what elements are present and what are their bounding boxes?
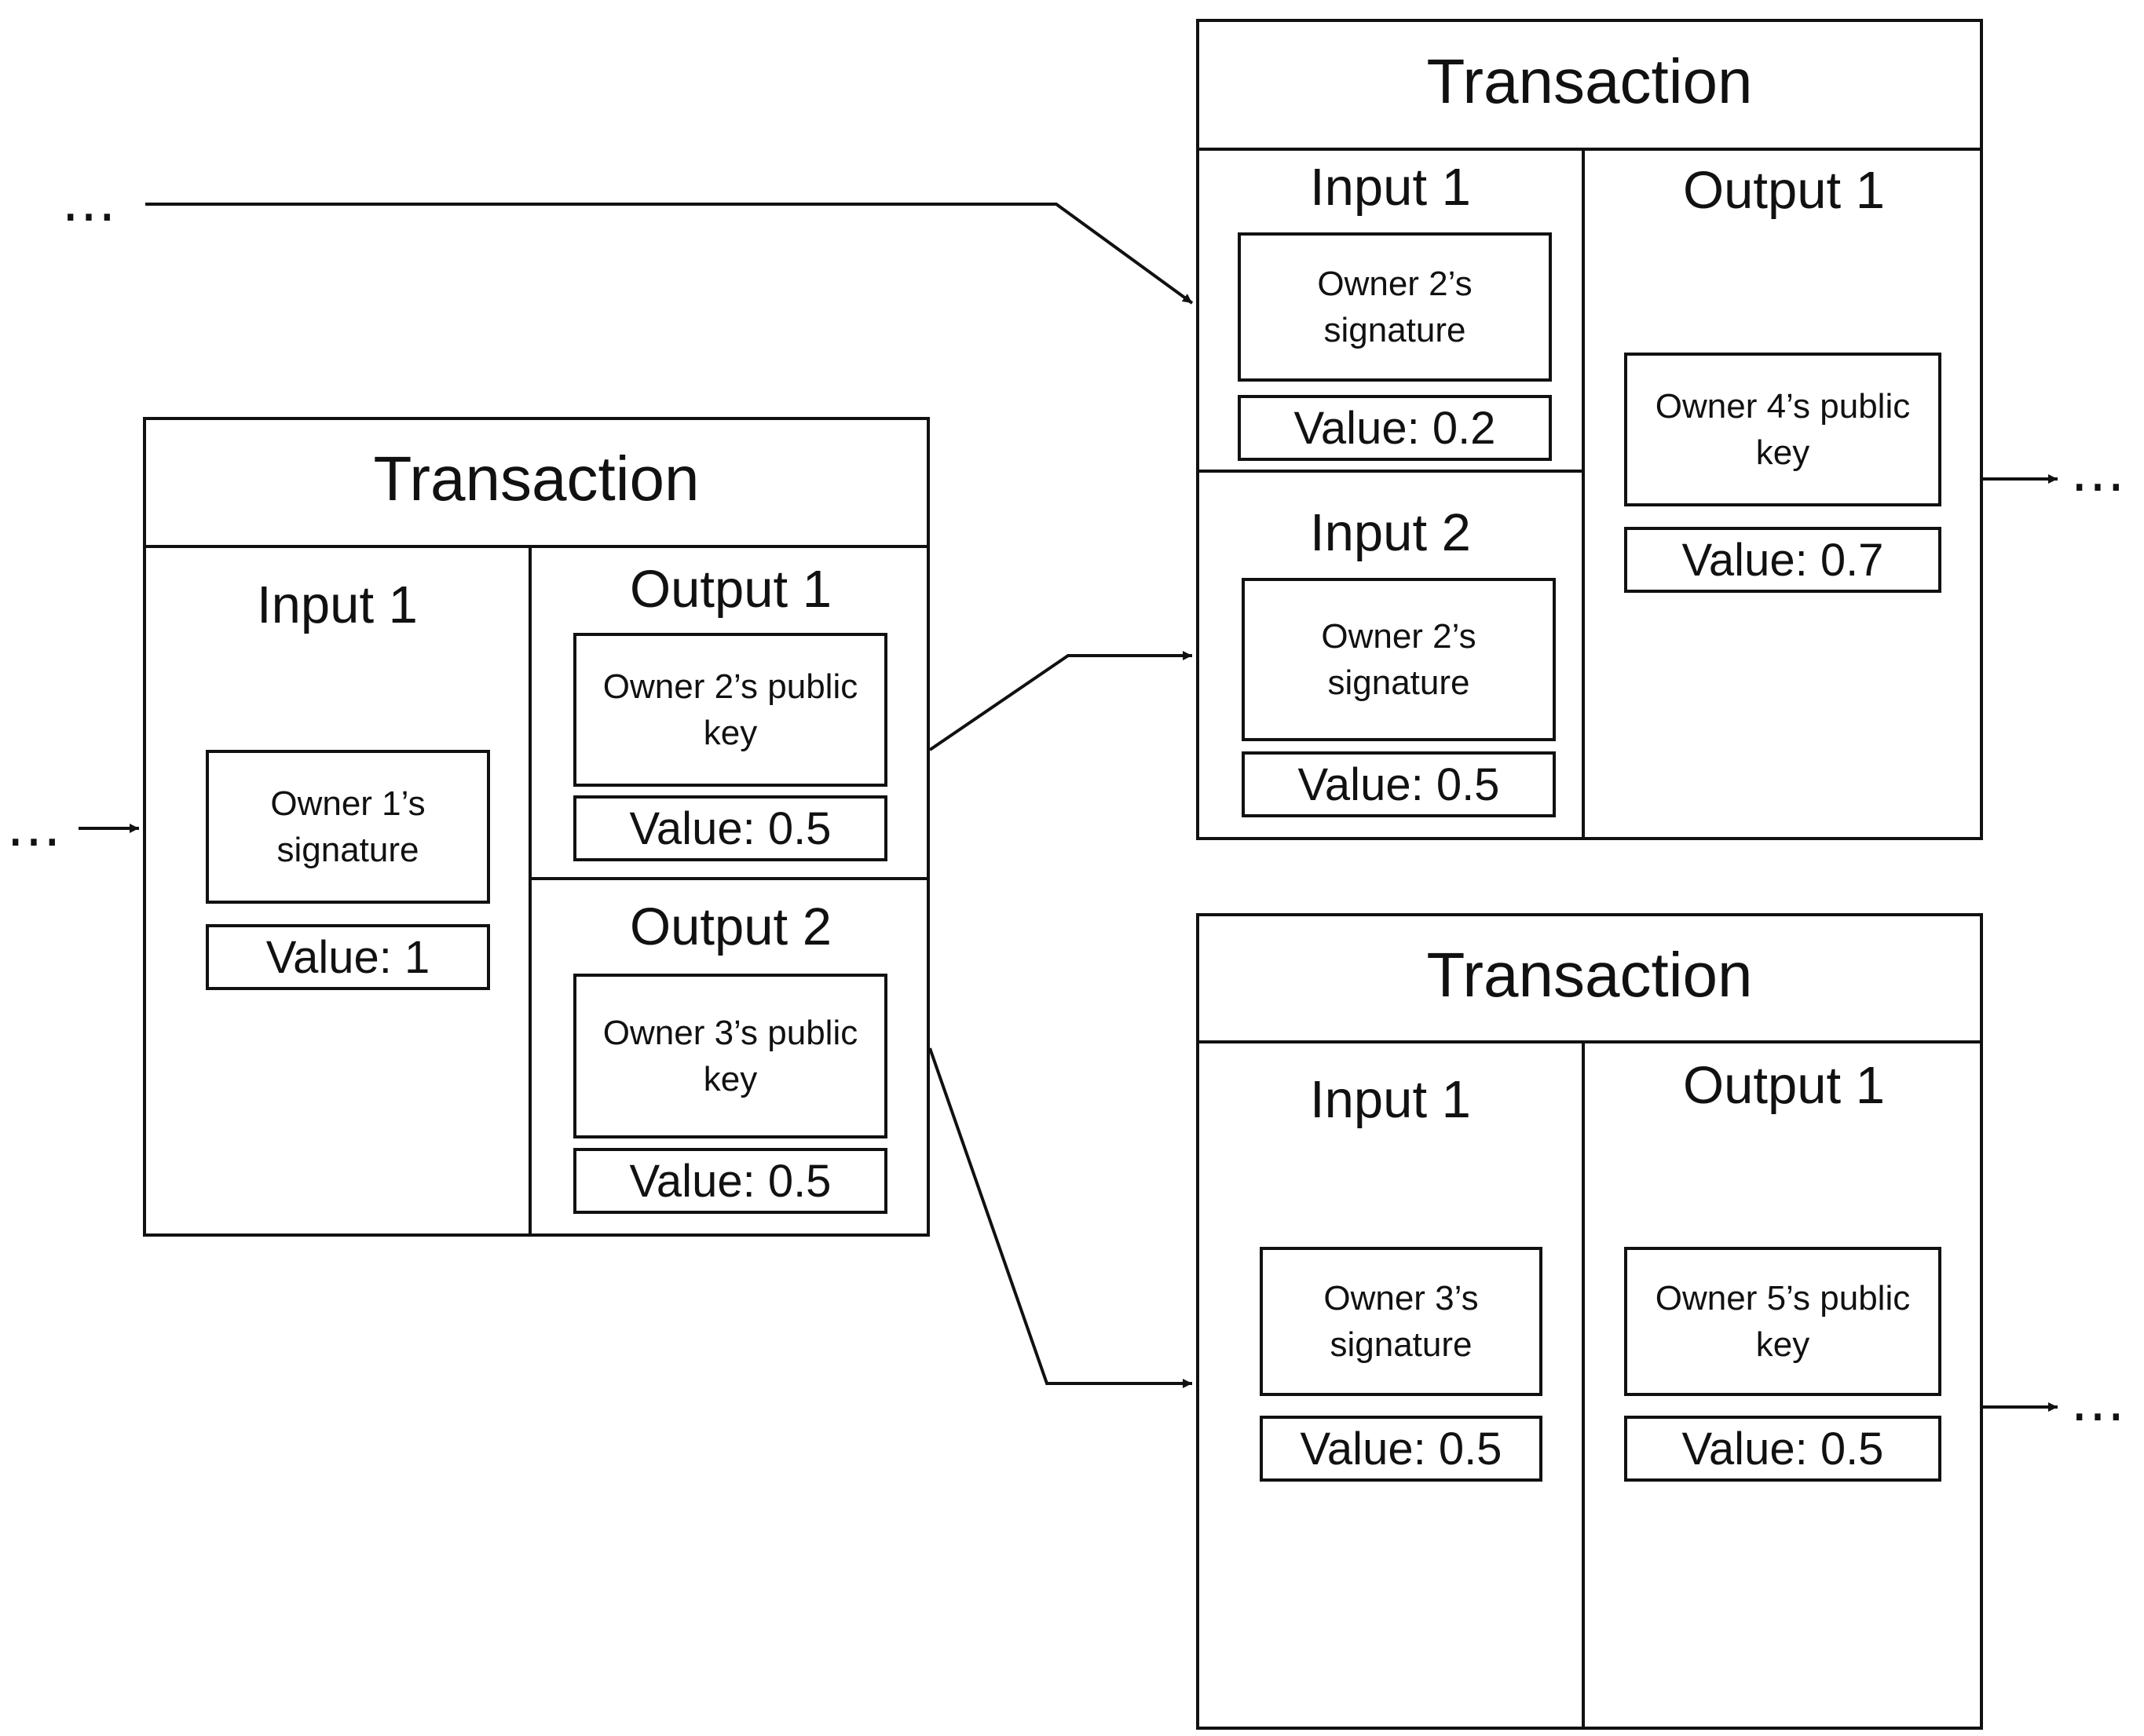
transaction-top-output1-value: Value: 0.7 bbox=[1624, 527, 1941, 593]
transaction-top-input1-signature: Owner 2’s signature bbox=[1238, 232, 1552, 382]
transaction-left-column-divider bbox=[529, 545, 532, 1237]
transaction-bottom-title: Transaction bbox=[1426, 940, 1753, 1010]
transaction-left-output2-value: Value: 0.5 bbox=[573, 1148, 887, 1214]
transaction-bottom-input1-value: Value: 0.5 bbox=[1260, 1416, 1542, 1482]
transaction-left-input1-label: Input 1 bbox=[257, 575, 418, 634]
transaction-left-title-divider bbox=[143, 545, 930, 548]
transaction-top-title: Transaction bbox=[1426, 46, 1753, 116]
transaction-bottom-input1-signature: Owner 3’s signature bbox=[1260, 1247, 1542, 1396]
continuation-dots-top-right: … bbox=[2070, 440, 2125, 504]
transaction-left-output1-label: Output 1 bbox=[629, 559, 832, 619]
transaction-bottom-output1-label: Output 1 bbox=[1682, 1055, 1885, 1115]
transaction-bottom-column-divider bbox=[1582, 1040, 1585, 1730]
transaction-bottom-input1-label: Input 1 bbox=[1310, 1069, 1471, 1129]
transaction-left-output1-public-key: Owner 2’s public key bbox=[573, 633, 887, 787]
arrow-top-left-to-top-input1 bbox=[145, 203, 1194, 305]
transaction-top-input-divider bbox=[1196, 470, 1582, 473]
transaction-top-title-divider bbox=[1196, 148, 1983, 151]
transaction-top-input2-value: Value: 0.5 bbox=[1242, 751, 1556, 817]
transaction-left-input1-signature: Owner 1’s signature bbox=[206, 750, 490, 904]
transaction-left-output2-public-key: Owner 3’s public key bbox=[573, 974, 887, 1138]
continuation-dots-left: … bbox=[6, 795, 61, 859]
transaction-top-input1-value: Value: 0.2 bbox=[1238, 395, 1552, 461]
transaction-top-input2-label: Input 2 bbox=[1310, 503, 1471, 562]
transaction-left-output1-value: Value: 0.5 bbox=[573, 795, 887, 861]
transaction-left-output-divider bbox=[529, 877, 930, 880]
arrow-left-output1-to-top-input2 bbox=[928, 651, 1192, 751]
transaction-bottom-title-divider bbox=[1196, 1040, 1983, 1043]
transaction-top-output1-public-key: Owner 4’s public key bbox=[1624, 353, 1941, 506]
continuation-dots-top-left: … bbox=[61, 170, 116, 234]
arrow-left-output2-to-bottom-input1 bbox=[928, 1047, 1192, 1388]
transaction-left-output2-label: Output 2 bbox=[629, 897, 832, 956]
transaction-top-output1-label: Output 1 bbox=[1682, 160, 1885, 220]
transaction-bottom-output1-value: Value: 0.5 bbox=[1624, 1416, 1941, 1482]
continuation-dots-bottom-right: … bbox=[2070, 1369, 2125, 1434]
transaction-top-input1-label: Input 1 bbox=[1310, 157, 1471, 217]
transaction-left-title: Transaction bbox=[373, 444, 700, 513]
transaction-left-input1-value: Value: 1 bbox=[206, 924, 490, 990]
transaction-bottom-output1-public-key: Owner 5’s public key bbox=[1624, 1247, 1941, 1396]
transaction-top-column-divider bbox=[1582, 148, 1585, 840]
transaction-top-input2-signature: Owner 2’s signature bbox=[1242, 578, 1556, 741]
